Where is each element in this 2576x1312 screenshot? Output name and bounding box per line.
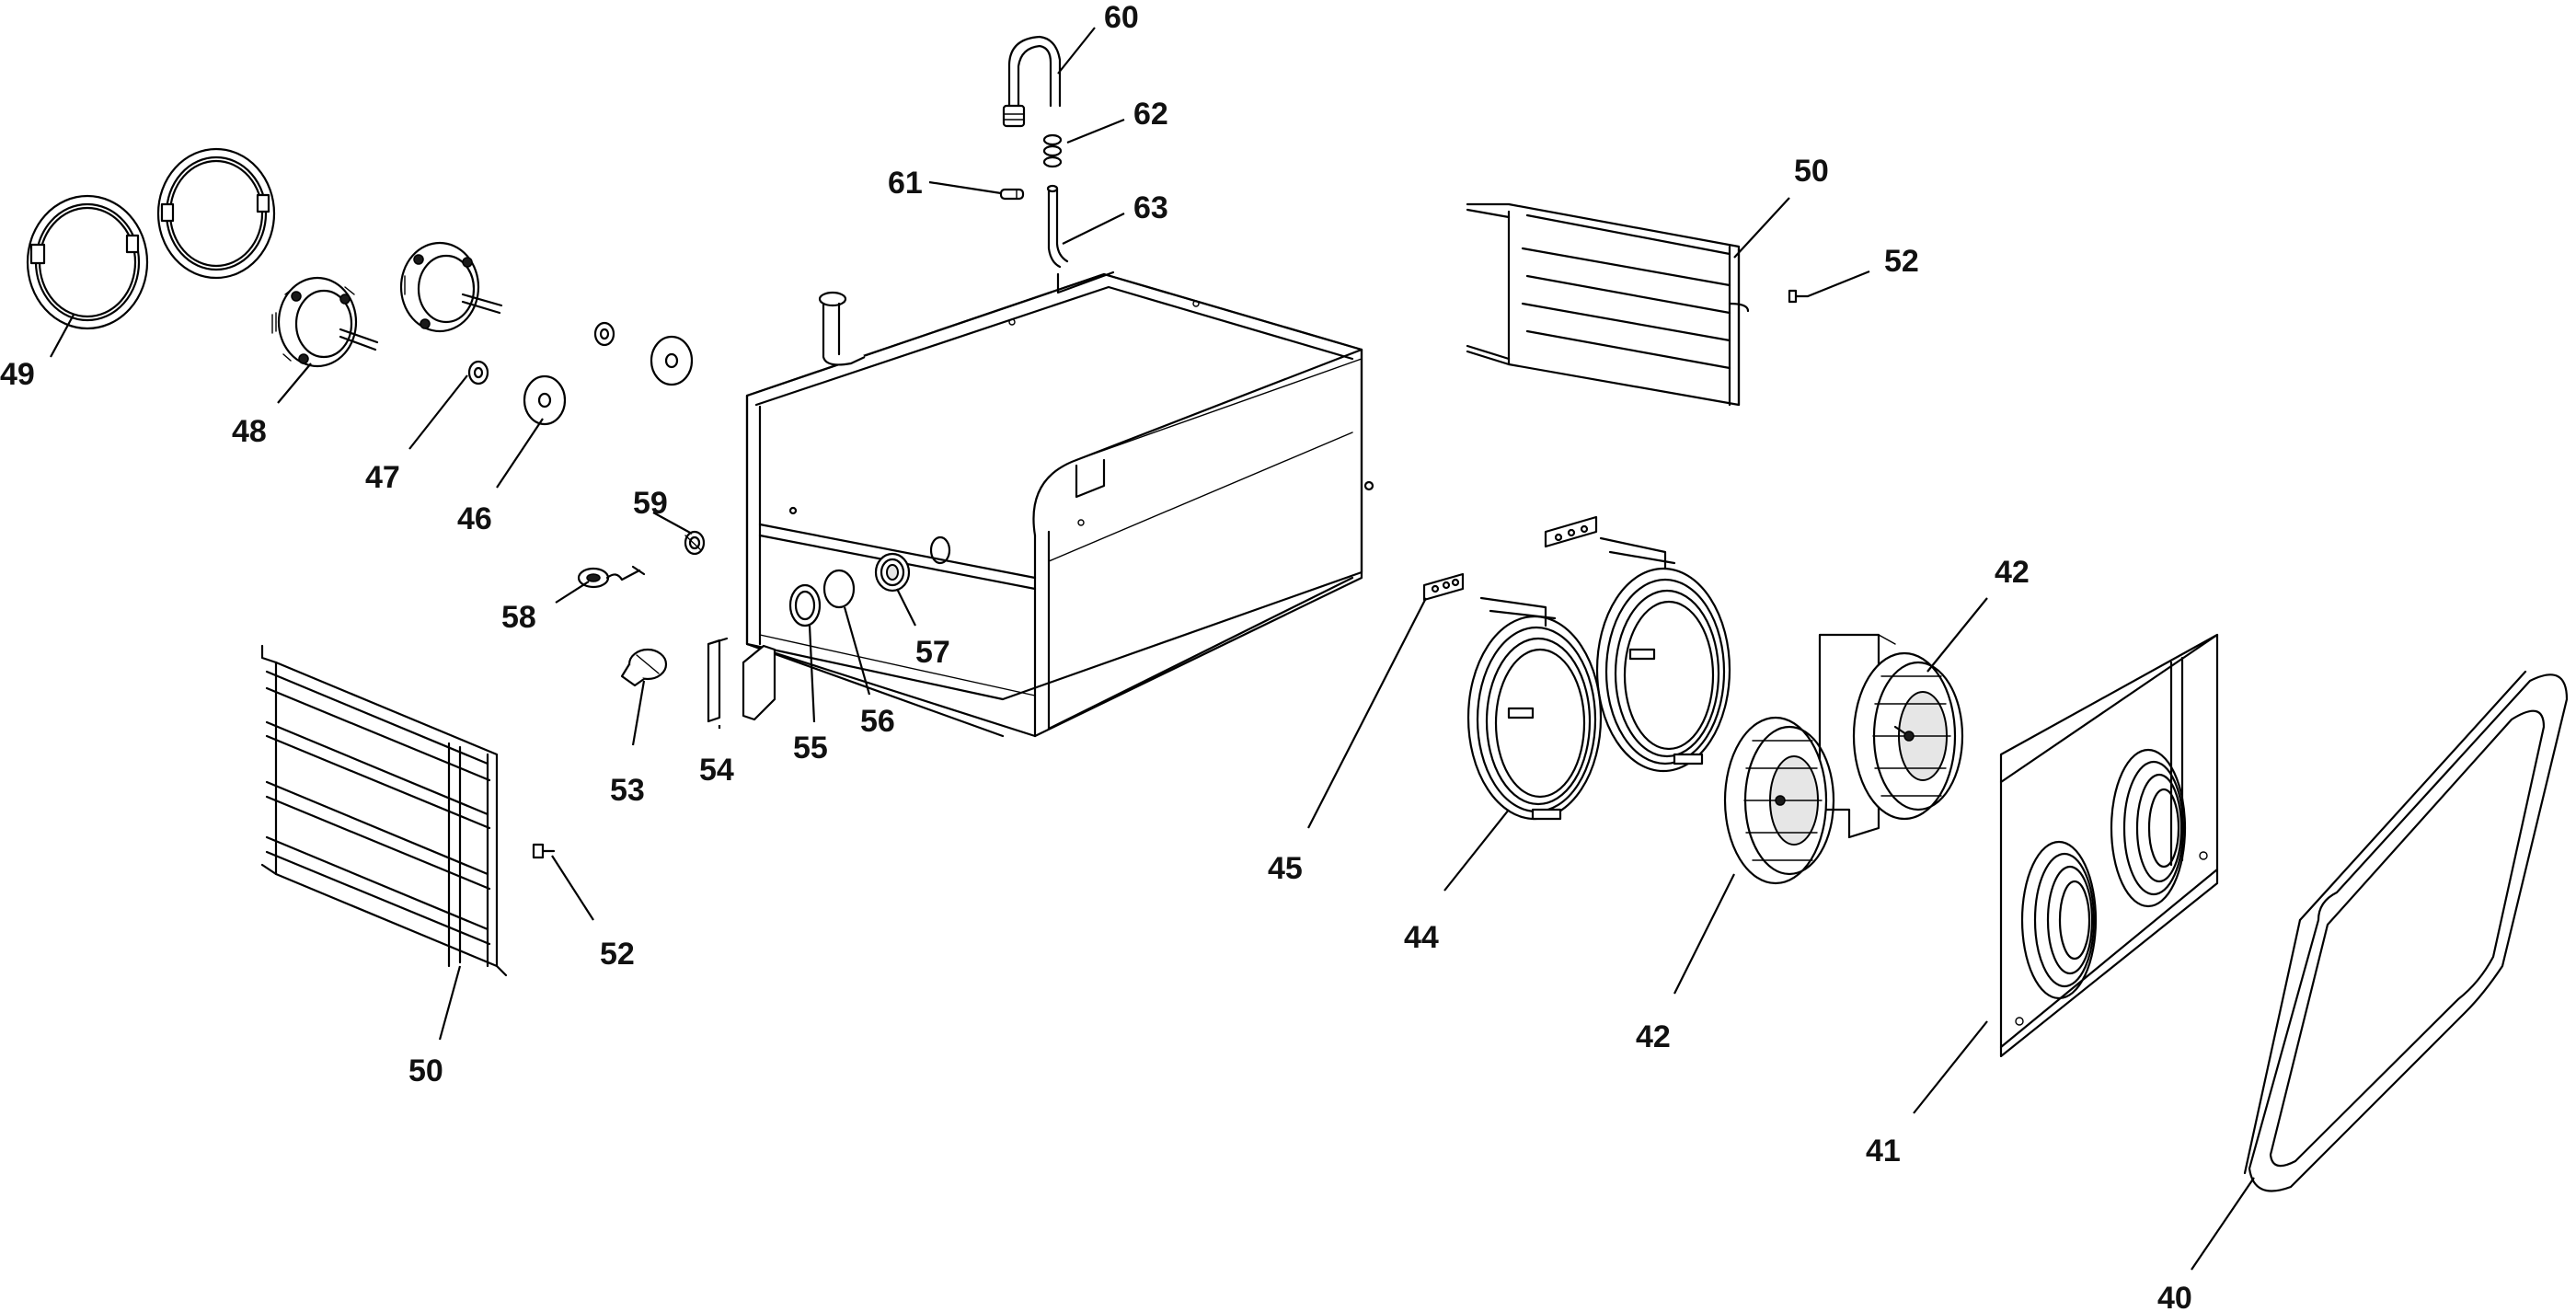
callout-40: 40 <box>2157 1281 2192 1312</box>
part-49-gasket-b <box>156 147 276 280</box>
callout-53: 53 <box>610 773 645 808</box>
part-46-plate-b <box>650 335 694 386</box>
part-50-rack-upper <box>1466 202 1750 407</box>
part-57-grommet <box>874 552 911 593</box>
callout-46: 46 <box>457 501 492 536</box>
part-55-ring <box>788 583 822 627</box>
part-47-washer-b <box>593 321 615 347</box>
callout-56: 56 <box>860 704 895 739</box>
callout-50-upper: 50 <box>1794 154 1829 189</box>
part-62-nut <box>1042 133 1063 168</box>
part-42-blower-wheel-b <box>1723 716 1835 885</box>
callout-55: 55 <box>793 731 828 765</box>
callout-52-lower: 52 <box>600 937 635 972</box>
callout-45: 45 <box>1268 851 1303 886</box>
part-52-screw-lower <box>532 843 556 859</box>
callout-58: 58 <box>501 600 536 635</box>
part-40-door-gasket <box>2243 670 2569 1192</box>
callout-49: 49 <box>0 357 35 392</box>
callout-50-lower: 50 <box>408 1053 443 1088</box>
part-44-heating-element-b <box>1595 536 1731 773</box>
part-52-screw-upper <box>1788 289 1810 304</box>
part-41-baffle-plate <box>1999 633 2219 1058</box>
part-44-heating-element-a <box>1466 596 1603 821</box>
part-56-disc <box>822 569 856 609</box>
callout-42-lower: 42 <box>1636 1019 1671 1054</box>
part-60-pipe <box>1002 35 1062 128</box>
part-45-terminal-strip-b <box>1544 515 1598 548</box>
oven-cavity <box>745 270 1374 738</box>
callout-41: 41 <box>1866 1134 1901 1168</box>
leader-lines <box>50 27 2255 1271</box>
part-54-bracket <box>707 637 776 723</box>
part-53-knob <box>620 648 668 687</box>
callout-63: 63 <box>1133 190 1168 225</box>
callout-47: 47 <box>365 460 400 495</box>
callout-labels: 60 62 61 63 50 52 49 48 47 46 59 58 57 5… <box>0 0 2192 1312</box>
part-63-tube <box>1046 184 1069 269</box>
callout-48: 48 <box>232 414 267 449</box>
callout-44: 44 <box>1404 920 1439 955</box>
part-58-thermostat <box>577 565 646 589</box>
part-47-washer <box>467 360 489 386</box>
callout-54: 54 <box>699 753 734 788</box>
callout-57: 57 <box>915 635 950 670</box>
part-48-motor-a <box>271 276 379 368</box>
callout-52-upper: 52 <box>1884 244 1919 279</box>
part-49-gasket <box>26 194 149 330</box>
part-45-terminal-strip <box>1422 572 1465 602</box>
callout-62: 62 <box>1133 97 1168 132</box>
callout-59: 59 <box>633 486 668 521</box>
callout-60: 60 <box>1104 0 1139 35</box>
part-59-bushing <box>684 530 706 556</box>
callout-42-upper: 42 <box>1995 555 2030 590</box>
part-46-plate <box>523 374 567 426</box>
part-42-blower-wheel-a <box>1852 651 1964 821</box>
callout-61: 61 <box>888 166 923 201</box>
part-50-rack-lower <box>260 644 508 977</box>
part-48-motor-b <box>399 241 503 333</box>
part-61-clip <box>999 188 1025 201</box>
